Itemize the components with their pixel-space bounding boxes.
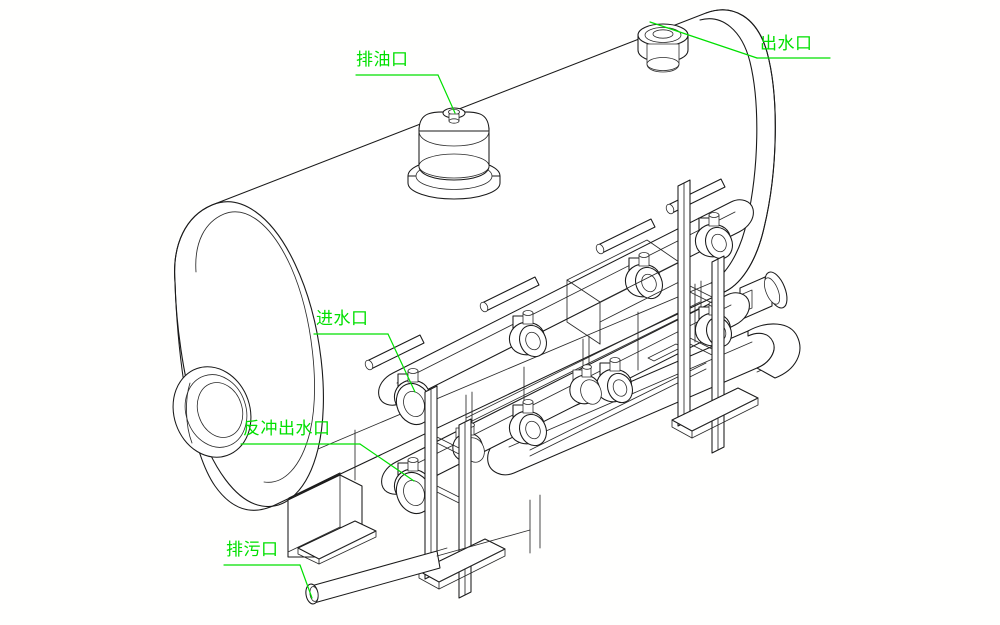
blowdown-riser xyxy=(436,494,541,557)
callout-leaders xyxy=(223,21,831,599)
valve-lower-3 xyxy=(595,357,633,404)
callout-label-water-inlet-port[interactable]: 进水口 xyxy=(316,309,369,329)
support-leg-right xyxy=(671,179,759,454)
support-leg-left xyxy=(418,385,506,599)
valve-lower-2 xyxy=(508,399,547,447)
outlet-nozzle-flange xyxy=(637,23,689,73)
valve-upper-2 xyxy=(479,276,547,358)
valve-mid-2 xyxy=(569,364,602,405)
pressure-vessel-shell xyxy=(174,9,776,511)
callout-label-backwash-outlet-port[interactable]: 反冲出水口 xyxy=(243,419,331,439)
callout-label-water-outlet-port[interactable]: 出水口 xyxy=(760,34,813,54)
callout-label-blowdown-port[interactable]: 排污口 xyxy=(226,540,279,560)
inspection-port xyxy=(172,366,252,458)
manhole-cover xyxy=(407,107,501,200)
valve-lower-1 xyxy=(393,457,433,515)
saddle-support xyxy=(287,429,377,565)
lower-pipe-elbow xyxy=(747,323,801,379)
callout-label-oil-drain-port[interactable]: 排油口 xyxy=(356,50,409,70)
valve-upper-1 xyxy=(364,334,433,426)
